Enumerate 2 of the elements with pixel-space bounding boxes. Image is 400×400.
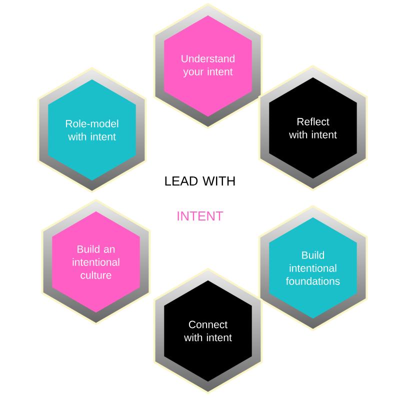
title: LEAD WITH: [165, 176, 235, 186]
title-word: INTENT: [178, 212, 224, 220]
